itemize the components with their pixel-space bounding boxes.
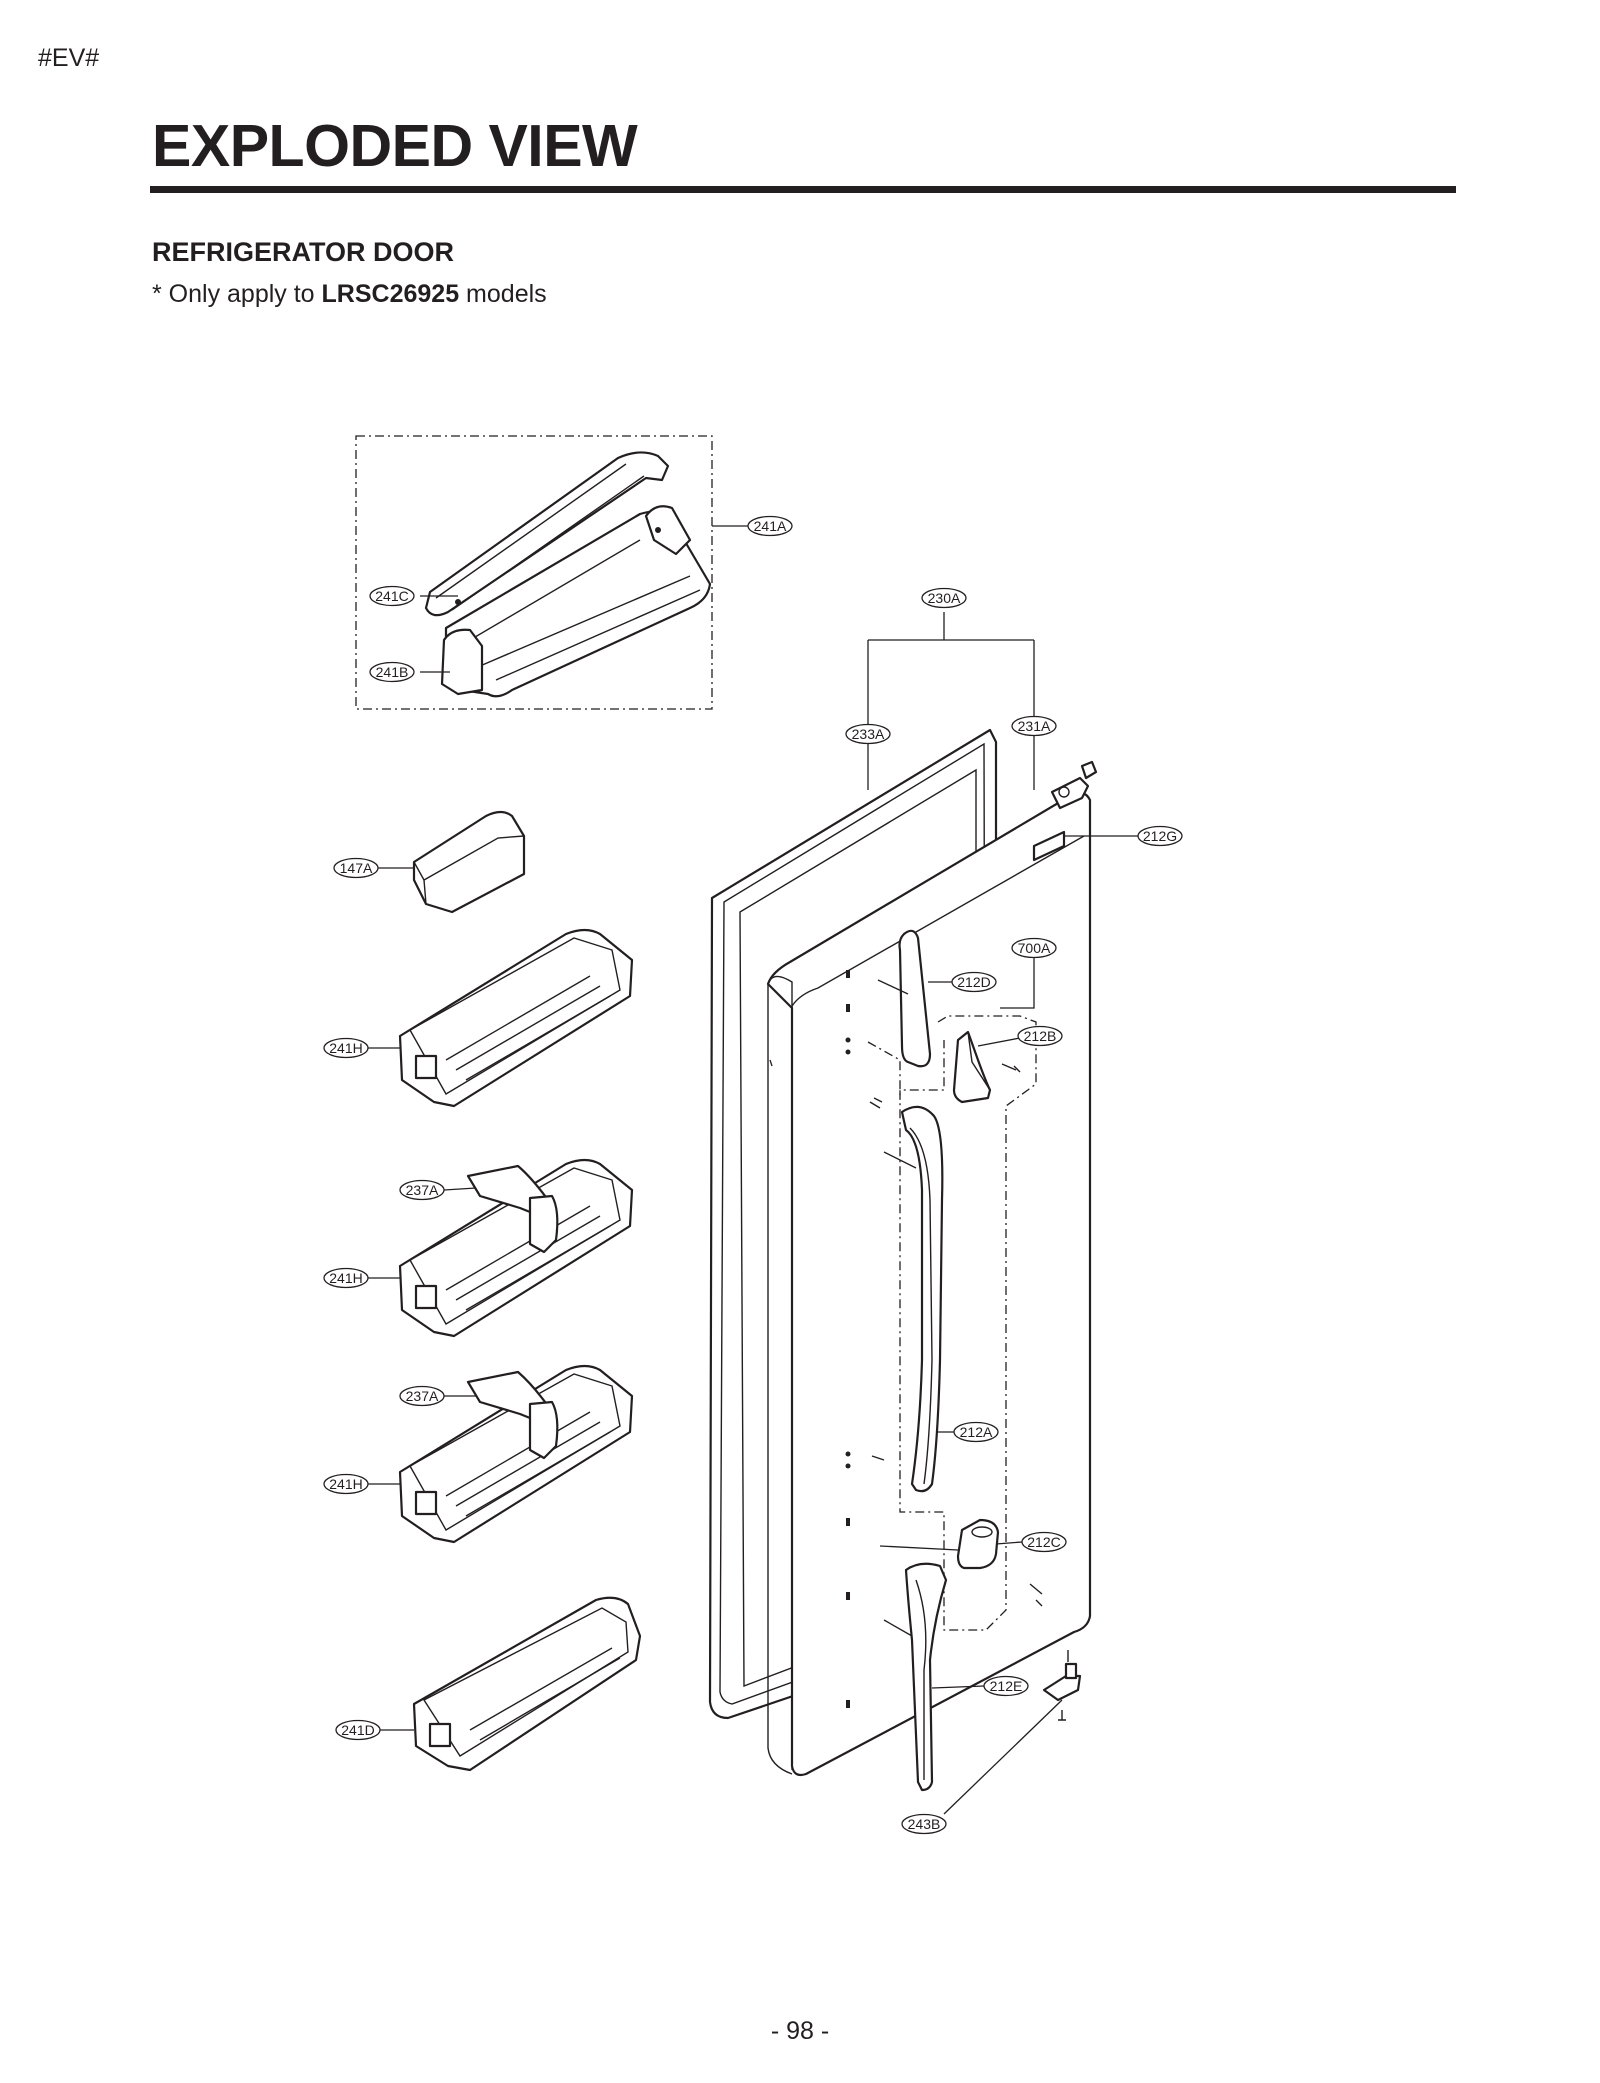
callout-147a: 147A [333, 857, 379, 879]
handle-top-212d [898, 929, 932, 1068]
model-note-prefix: * Only apply to [152, 280, 322, 308]
callout-241a: 241A [747, 515, 793, 537]
callout-241h-1: 241H [323, 1037, 369, 1059]
handle-main-212a [869, 1097, 944, 1493]
svg-text:233A: 233A [852, 726, 885, 742]
egg-bin-147a [412, 810, 526, 914]
callout-237a-1: 237A [399, 1179, 445, 1201]
callout-233a: 233A [845, 723, 891, 745]
svg-text:241C: 241C [375, 588, 408, 604]
model-note-model: LRSC26925 [321, 280, 460, 308]
svg-text:243B: 243B [908, 1816, 941, 1832]
bracket-212b [952, 1030, 1021, 1104]
svg-text:241B: 241B [376, 664, 409, 680]
svg-text:230A: 230A [928, 590, 961, 606]
page-number: - 98 - [770, 2017, 830, 2045]
callout-212e: 212E [983, 1675, 1029, 1697]
door-basket-241h-1 [398, 928, 634, 1108]
callout-212d: 212D [951, 971, 997, 993]
svg-text:241D: 241D [341, 1722, 374, 1738]
model-note: * Only apply to LRSC26925 models [152, 280, 547, 309]
callout-230a: 230A [921, 587, 967, 609]
door-basket-241h-3 [398, 1364, 634, 1544]
svg-text:212D: 212D [957, 974, 990, 990]
model-note-suffix: models [459, 280, 547, 308]
svg-text:241H: 241H [329, 1270, 362, 1286]
callout-700a: 700A [1011, 937, 1057, 959]
svg-text:212B: 212B [1024, 1028, 1057, 1044]
door-basket-241d [412, 1596, 642, 1772]
callout-231a: 231A [1011, 715, 1057, 737]
handle-bottom-212e [904, 1562, 948, 1792]
callout-241h-3: 241H [323, 1473, 369, 1495]
callout-212b: 212B [1017, 1025, 1063, 1047]
svg-text:212E: 212E [990, 1678, 1023, 1694]
callout-237a-2: 237A [399, 1385, 445, 1407]
title-rule [150, 186, 1456, 193]
leader-lines [368, 525, 1138, 1815]
document-marker: #EV# [38, 44, 100, 72]
svg-text:212G: 212G [1143, 828, 1177, 844]
door-panel-holes [845, 970, 851, 1708]
divider-237a-2 [466, 1370, 559, 1460]
svg-text:231A: 231A [1018, 718, 1051, 734]
callout-212c: 212C [1021, 1531, 1067, 1553]
callout-212a: 212A [953, 1421, 999, 1443]
lower-hinge-243b [1042, 1650, 1082, 1721]
door-basket-241a-group [355, 435, 713, 710]
door-basket-241h-2 [398, 1158, 634, 1338]
callout-241h-2: 241H [323, 1267, 369, 1289]
svg-text:241A: 241A [754, 518, 787, 534]
divider-237a-1 [466, 1164, 559, 1254]
svg-text:237A: 237A [406, 1388, 439, 1404]
callout-243b: 243B [901, 1813, 947, 1835]
page-title: EXPLODED VIEW [152, 113, 638, 179]
svg-text:212C: 212C [1027, 1534, 1060, 1550]
callout-212g: 212G [1137, 825, 1183, 847]
section-heading: REFRIGERATOR DOOR [152, 237, 455, 267]
svg-text:212A: 212A [960, 1424, 993, 1440]
callout-241b: 241B [369, 661, 415, 683]
svg-text:700A: 700A [1018, 940, 1051, 956]
callout-241c: 241C [369, 585, 415, 607]
reference-lines [769, 979, 959, 1637]
svg-text:237A: 237A [406, 1182, 439, 1198]
callout-241d: 241D [335, 1719, 381, 1741]
svg-text:147A: 147A [340, 860, 373, 876]
svg-text:241H: 241H [329, 1040, 362, 1056]
bracket-212c [956, 1518, 1043, 1607]
callout-tags: 241A 241C 241B 230A 233A 231A 212G 147A … [323, 515, 1183, 1835]
svg-text:241H: 241H [329, 1476, 362, 1492]
